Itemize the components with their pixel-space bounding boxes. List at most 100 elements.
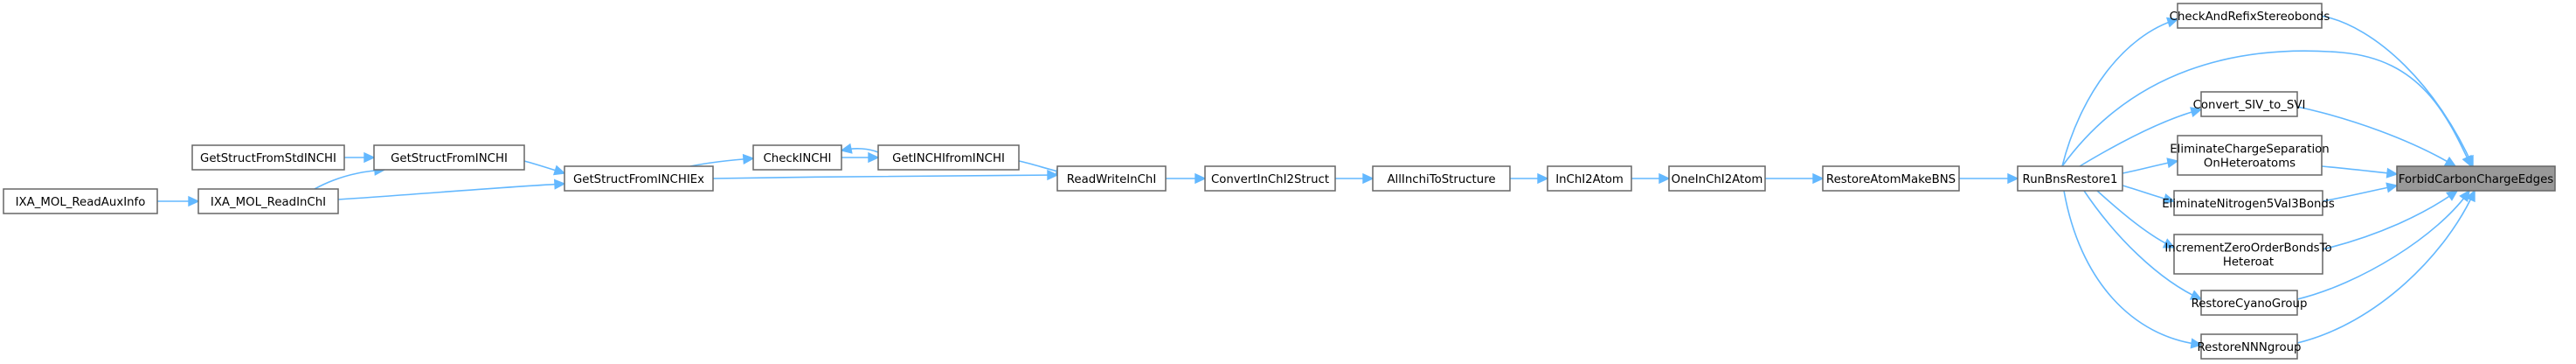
edge-IXA_MOL_ReadInChI-to-GetStructFromINCHI — [314, 169, 385, 190]
arrow-head-icon — [2190, 107, 2203, 117]
edge-Convert_SIV_to_SVI-to-ForbidCarbonChargeEdges — [2296, 106, 2456, 167]
node-ForbidCarbonChargeEdges[interactable]: ForbidCarbonChargeEdges — [2396, 165, 2556, 192]
node-box[interactable] — [2177, 3, 2323, 29]
edge-RunBnsRestore1-to-RestoreNNNgroup — [2063, 190, 2202, 346]
arrow-head-icon — [188, 195, 200, 207]
node-label: IXA_MOL_ReadInChI — [211, 196, 326, 209]
arrow-head-icon — [840, 143, 853, 154]
arrow-head-icon — [1537, 172, 1549, 185]
node-box[interactable] — [2173, 190, 2323, 216]
node-CheckINCHI[interactable]: CheckINCHI — [752, 144, 842, 171]
edge-IncrementZeroOrderBondsToHeteroat-to-ForbidCarbonChargeEdges — [2322, 190, 2458, 250]
node-box[interactable] — [1056, 165, 1167, 192]
node-label: GetStructFromINCHIEx — [573, 173, 704, 186]
arrow-head-icon — [2462, 154, 2472, 168]
node-box[interactable] — [1204, 165, 1336, 192]
node-box[interactable] — [2396, 165, 2556, 192]
node-label: RestoreAtomMakeBNS — [1826, 173, 1956, 186]
node-label: RunBnsRestore1 — [2023, 173, 2118, 186]
arrow-head-icon — [2166, 158, 2179, 169]
node-label: CheckINCHI — [764, 152, 832, 165]
node-label: ConvertInChI2Struct — [1211, 173, 1329, 186]
arrow-head-icon — [2190, 338, 2203, 349]
node-label: OnHeteroatoms — [2204, 158, 2296, 171]
node-box[interactable] — [1372, 165, 1511, 192]
node-box[interactable] — [2017, 165, 2123, 192]
node-box[interactable] — [1822, 165, 1960, 192]
arrow-head-icon — [2443, 156, 2457, 167]
node-box[interactable] — [2200, 290, 2298, 316]
edge-RunBnsRestore1-to-ForbidCarbonChargeEdges — [2061, 50, 2472, 167]
node-box[interactable] — [2173, 234, 2323, 275]
node-GetStructFromStdINCHI[interactable]: GetStructFromStdINCHI — [191, 144, 345, 171]
node-label: GetStructFromStdINCHI — [200, 152, 336, 165]
edge-EliminateChargeSeparationOnHeteroatoms-to-ForbidCarbonChargeEdges — [2321, 165, 2398, 175]
arrow-head-icon — [1658, 172, 1671, 185]
node-box[interactable] — [877, 144, 1020, 171]
node-RestoreCyanoGroup[interactable]: RestoreCyanoGroup — [2192, 290, 2308, 316]
node-label: AllInchiToStructure — [1387, 173, 1495, 186]
node-label: EliminateNitrogen5Val3Bonds — [2162, 198, 2335, 211]
node-box[interactable] — [1547, 165, 1632, 192]
arrow-head-icon — [1047, 169, 1059, 181]
node-RunBnsRestore1[interactable]: RunBnsRestore1 — [2017, 165, 2123, 192]
edge-CheckAndRefixStereobonds-to-ForbidCarbonChargeEdges — [2320, 15, 2474, 167]
edge-IXA_MOL_ReadInChI-to-GetStructFromINCHIEx — [337, 183, 565, 200]
node-box[interactable] — [191, 144, 345, 171]
node-AllInchiToStructure[interactable]: AllInchiToStructure — [1372, 165, 1511, 192]
nodes-layer: ForbidCarbonChargeEdges CheckAndRefixSter… — [3, 3, 2556, 360]
arrow-head-icon — [364, 151, 376, 164]
node-InChI2Atom[interactable]: InChI2Atom — [1547, 165, 1632, 192]
node-label: IXA_MOL_ReadAuxInfo — [16, 196, 146, 209]
arrow-head-icon — [2465, 189, 2476, 203]
node-label: ForbidCarbonChargeEdges — [2399, 173, 2553, 186]
node-Convert_SIV_to_SVI[interactable]: Convert_SIV_to_SVI — [2193, 91, 2306, 117]
node-label: InChI2Atom — [1555, 173, 1624, 186]
node-box[interactable] — [752, 144, 842, 171]
node-box[interactable] — [2177, 135, 2323, 176]
node-box[interactable] — [3, 188, 158, 214]
node-RestoreAtomMakeBNS[interactable]: RestoreAtomMakeBNS — [1822, 165, 1960, 192]
edge-RunBnsRestore1-to-RestoreCyanoGroup — [2083, 190, 2202, 300]
edge-RunBnsRestore1-to-CheckAndRefixStereobonds — [2061, 18, 2178, 167]
node-RestoreNNNgroup[interactable]: RestoreNNNgroup — [2198, 333, 2302, 360]
edge-RunBnsRestore1-to-Convert_SIV_to_SVI — [2079, 108, 2202, 167]
edges-layer — [157, 15, 2476, 349]
node-label: EliminateChargeSeparation — [2170, 144, 2329, 157]
node-GetStructFromINCHI[interactable]: GetStructFromINCHI — [373, 144, 525, 171]
node-box[interactable] — [197, 188, 339, 214]
edge-RestoreNNNgroup-to-ForbidCarbonChargeEdges — [2296, 190, 2476, 344]
node-CheckAndRefixStereobonds[interactable]: CheckAndRefixStereobonds — [2170, 3, 2330, 29]
edge-GetStructFromINCHIEx-to-ReadWriteInChI — [712, 174, 1058, 179]
node-box[interactable] — [2200, 91, 2298, 117]
arrow-head-icon — [1812, 172, 1825, 185]
node-label: GetStructFromINCHI — [391, 152, 508, 165]
node-label: OneInChI2Atom — [1672, 173, 1763, 186]
node-box[interactable] — [373, 144, 525, 171]
node-IXA_MOL_ReadInChI[interactable]: IXA_MOL_ReadInChI — [197, 188, 339, 214]
arrow-head-icon — [2445, 190, 2459, 201]
node-OneInChI2Atom[interactable]: OneInChI2Atom — [1668, 165, 1766, 192]
arrow-head-icon — [2386, 167, 2399, 178]
node-ConvertInChI2Struct[interactable]: ConvertInChI2Struct — [1204, 165, 1336, 192]
node-box[interactable] — [1668, 165, 1766, 192]
arrow-head-icon — [2163, 193, 2176, 204]
arrow-head-icon — [553, 164, 566, 176]
node-IXA_MOL_ReadAuxInfo[interactable]: IXA_MOL_ReadAuxInfo — [3, 188, 158, 214]
node-label: IncrementZeroOrderBondsTo — [2164, 242, 2331, 256]
node-box[interactable] — [2200, 333, 2298, 360]
node-GetStructFromINCHIEx[interactable]: GetStructFromINCHIEx — [564, 165, 714, 192]
node-EliminateNitrogen5Val3Bonds[interactable]: EliminateNitrogen5Val3Bonds — [2162, 190, 2335, 216]
node-GetINCHIfromINCHI[interactable]: GetINCHIfromINCHI — [877, 144, 1020, 171]
node-ReadWriteInChI[interactable]: ReadWriteInChI — [1056, 165, 1167, 192]
node-label: RestoreCyanoGroup — [2192, 298, 2308, 311]
edge-RestoreCyanoGroup-to-ForbidCarbonChargeEdges — [2296, 190, 2470, 300]
arrow-head-icon — [742, 153, 755, 164]
arrow-head-icon — [2386, 182, 2399, 193]
arrow-head-icon — [2007, 172, 2019, 185]
arrow-head-icon — [1195, 172, 1207, 185]
node-box[interactable] — [564, 165, 714, 192]
node-label: Convert_SIV_to_SVI — [2193, 99, 2306, 112]
